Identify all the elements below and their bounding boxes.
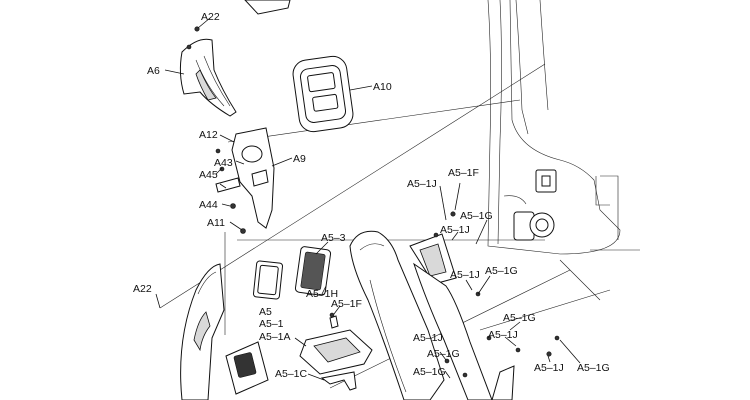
callout-a5-1j-4: A5–1J [488,329,518,341]
callout-a5-1g-right: A5–1G [577,362,610,374]
callout-a44: A44 [199,199,218,211]
callout-a43: A43 [214,157,233,169]
callout-a5-1g-bot: A5–1G [413,366,446,378]
callout-a5-1c: A5–1C [275,368,308,380]
callout-a9: A9 [293,153,306,165]
bracket-a9 [215,127,275,234]
tray-a5-1 [299,312,373,391]
callout-a5-1g-3: A5–1G [503,312,536,324]
top-panel-fragment [244,0,291,15]
callout-a22-left: A22 [133,283,152,295]
leader-lines [155,17,581,381]
callout-a5-1g-2: A5–1G [485,265,518,277]
vehicle-body-outline [487,0,640,301]
center-pillar-trim [349,211,560,400]
callout-a10: A10 [373,81,392,93]
callout-a5-3: A5–3 [321,232,346,244]
callout-a22-top: A22 [201,11,220,23]
callout-a5-1f-top: A5–1F [448,167,479,179]
callout-a5-1j-5: A5–1J [413,332,443,344]
callout-a5-1j-2: A5–1J [440,224,470,236]
callout-labels: A22 A6 A10 A12 A43 A9 A45 A44 A11 A5–3 A… [133,11,610,380]
callout-a5-1j-bot: A5–1J [534,362,564,374]
callout-a5-1: A5–1 [259,318,284,330]
callout-a5-1j-top: A5–1J [407,178,437,190]
callout-a5-1g-mid: A5–1G [427,348,460,360]
switch-a5-3 [252,246,332,300]
callout-a5: A5 [259,306,272,318]
callout-a5-1a: A5–1A [259,331,291,343]
garnish-a6 [179,26,237,117]
callout-a5-1f-mid: A5–1F [331,298,362,310]
callout-a11: A11 [207,217,225,229]
callout-a5-1g-top: A5–1G [460,210,493,222]
switch-bezel-a10 [292,55,354,133]
callout-a5-1h: A5–1H [306,288,338,300]
callout-a5-1j-3: A5–1J [450,269,480,281]
callout-a45: A45 [199,169,218,181]
callout-a6: A6 [147,65,160,77]
lower-pillar-trim-a5 [180,263,269,400]
callout-a12: A12 [199,129,218,141]
